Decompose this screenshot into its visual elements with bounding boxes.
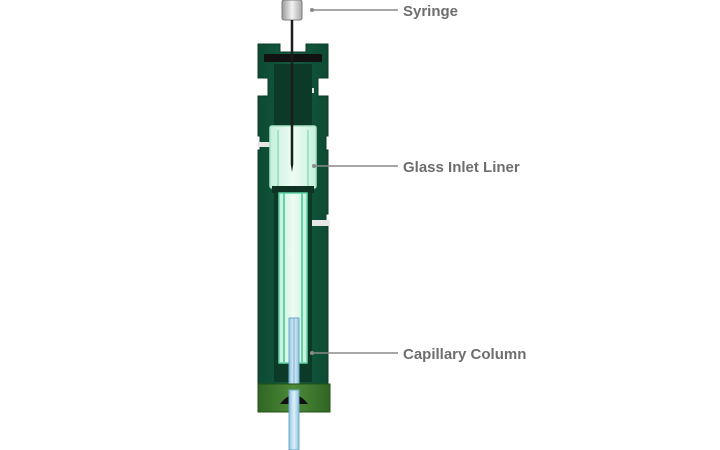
syringe-barrel — [281, 0, 303, 21]
column-through-nut — [288, 389, 300, 450]
syringe-label: Syringe — [403, 3, 458, 20]
liner-leader-dot — [312, 164, 316, 168]
septum-purge-port — [258, 142, 272, 147]
needle-tip — [290, 164, 294, 172]
syringe-leader-dot — [310, 8, 314, 12]
glass-inlet-liner-label: Glass Inlet Liner — [403, 159, 520, 176]
liner-constriction — [272, 186, 314, 193]
column-leader-dot — [310, 351, 314, 355]
capillary-column-label: Capillary Column — [403, 346, 526, 363]
split-vent-port — [310, 220, 330, 226]
